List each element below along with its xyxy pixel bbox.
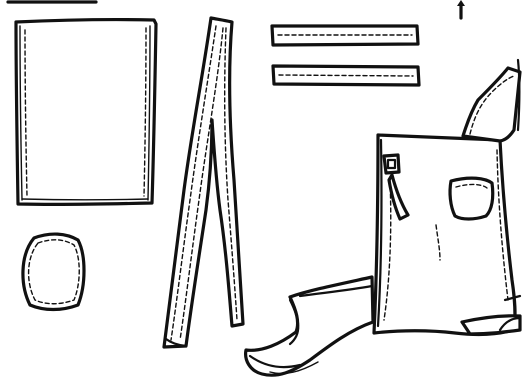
finished-apron-bag: [246, 60, 520, 375]
short-strip-bottom: [273, 66, 419, 85]
rectangle-panel: [16, 20, 156, 205]
long-strap: [164, 18, 243, 347]
arrow-mark: [457, 0, 465, 18]
short-strip-top: [272, 26, 418, 45]
oval-patch: [23, 234, 84, 309]
